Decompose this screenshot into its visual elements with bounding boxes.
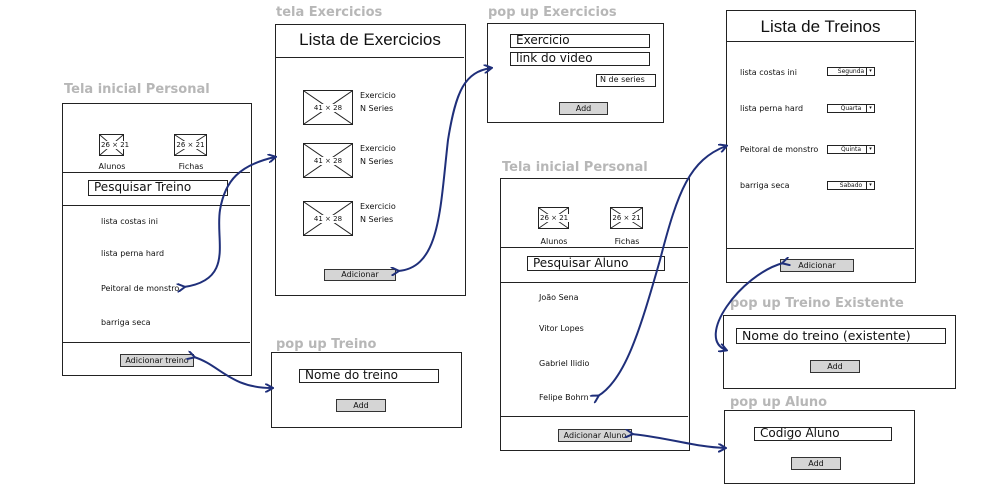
exercicio-series: N Series bbox=[360, 104, 394, 113]
divider bbox=[501, 416, 688, 417]
screen-lista-treinos: Lista de Treinos lista costas ini Segund… bbox=[726, 10, 916, 283]
link-video-field[interactable]: link do video bbox=[510, 52, 650, 66]
day-select[interactable]: Quarta▾ bbox=[827, 104, 875, 113]
exercicio-series: N Series bbox=[360, 215, 394, 224]
popup-exercicios: Exercicio link do video N de series Add bbox=[487, 23, 664, 123]
section-title-tela-exercicios: tela Exercicios bbox=[276, 5, 383, 20]
divider bbox=[63, 172, 250, 173]
exercicio-image-placeholder[interactable]: 41 × 28 bbox=[303, 143, 353, 178]
treino-name[interactable]: barriga seca bbox=[740, 181, 790, 190]
arrow-adicionar-to-popup-exercicios bbox=[398, 68, 491, 271]
list-item-aluno[interactable]: Gabriel Ilidio bbox=[539, 359, 590, 368]
add-button[interactable]: Add bbox=[791, 457, 841, 470]
treino-name[interactable]: Peitoral de monstro bbox=[740, 145, 819, 154]
day-select[interactable]: Sabado▾ bbox=[827, 181, 875, 190]
divider bbox=[63, 205, 250, 206]
adicionar-aluno-button[interactable]: Adicionar Aluno bbox=[558, 429, 632, 442]
exercicio-image-placeholder[interactable]: 41 × 28 bbox=[303, 201, 353, 236]
divider bbox=[727, 248, 914, 249]
alunos-label: Alunos bbox=[98, 162, 126, 171]
arrow-adicionar-aluno-to-popup-aluno bbox=[632, 434, 725, 448]
day-select[interactable]: Segunda▾ bbox=[827, 67, 875, 76]
list-item-aluno[interactable]: Vitor Lopes bbox=[539, 324, 584, 333]
exercicio-field[interactable]: Exercicio bbox=[510, 34, 650, 48]
codigo-aluno-field[interactable]: Codigo Aluno bbox=[754, 427, 892, 441]
section-title-tela-inicial-treino: Tela inicial Personal bbox=[64, 82, 210, 97]
exercicio-image-placeholder[interactable]: 41 × 28 bbox=[303, 90, 353, 125]
arrow-adicionar-treino-to-popup-treino bbox=[194, 357, 272, 388]
popup-aluno: Codigo Aluno Add bbox=[724, 410, 915, 484]
divider bbox=[63, 342, 250, 343]
alunos-image-placeholder[interactable]: 26 × 21 bbox=[538, 207, 570, 229]
list-item-treino[interactable]: Peitoral de monstro bbox=[101, 284, 180, 293]
alunos-image-placeholder[interactable]: 26 × 21 bbox=[99, 134, 131, 156]
exercicio-name: Exercicio bbox=[360, 144, 396, 153]
chevron-down-icon: ▾ bbox=[866, 182, 874, 189]
add-button[interactable]: Add bbox=[559, 102, 608, 115]
section-title-popup-exercicios: pop up Exercicios bbox=[488, 5, 617, 20]
add-button[interactable]: Add bbox=[810, 360, 860, 373]
section-title-popup-aluno: pop up Aluno bbox=[730, 395, 828, 410]
list-item-treino[interactable]: lista costas ini bbox=[101, 217, 158, 226]
treino-name[interactable]: lista costas ini bbox=[740, 68, 797, 77]
day-select[interactable]: Quinta▾ bbox=[827, 145, 875, 154]
list-item-aluno[interactable]: João Sena bbox=[539, 293, 579, 302]
nome-treino-field[interactable]: Nome do treino bbox=[299, 369, 439, 383]
n-series-field[interactable]: N de series bbox=[596, 74, 656, 87]
list-item-treino[interactable]: lista perna hard bbox=[101, 249, 165, 258]
arrow-treino-to-exercicios bbox=[184, 157, 275, 287]
treino-name[interactable]: lista perna hard bbox=[740, 104, 804, 113]
divider bbox=[727, 41, 914, 42]
arrow-aluno-to-lista-treinos bbox=[598, 146, 726, 396]
list-item-treino[interactable]: barriga seca bbox=[101, 318, 151, 327]
list-item-aluno[interactable]: Felipe Bohrn bbox=[539, 393, 589, 402]
chevron-down-icon: ▾ bbox=[866, 105, 874, 112]
exercicio-name: Exercicio bbox=[360, 202, 396, 211]
divider bbox=[276, 57, 464, 58]
exercicio-name: Exercicio bbox=[360, 91, 396, 100]
arrow-adicionar-to-popup-treino-existente bbox=[714, 263, 783, 350]
chevron-down-icon: ▾ bbox=[866, 146, 874, 153]
section-title-popup-treino: pop up Treino bbox=[276, 337, 377, 352]
alunos-label: Alunos bbox=[540, 237, 568, 246]
add-button[interactable]: Add bbox=[336, 399, 386, 412]
exercicio-series: N Series bbox=[360, 157, 394, 166]
page-title: Lista de Exercicios bbox=[299, 30, 441, 49]
chevron-down-icon: ▾ bbox=[866, 68, 874, 75]
fichas-image-placeholder[interactable]: 26 × 21 bbox=[174, 134, 207, 156]
page-title: Lista de Treinos bbox=[760, 17, 881, 36]
popup-treino: Nome do treino Add bbox=[271, 352, 462, 428]
